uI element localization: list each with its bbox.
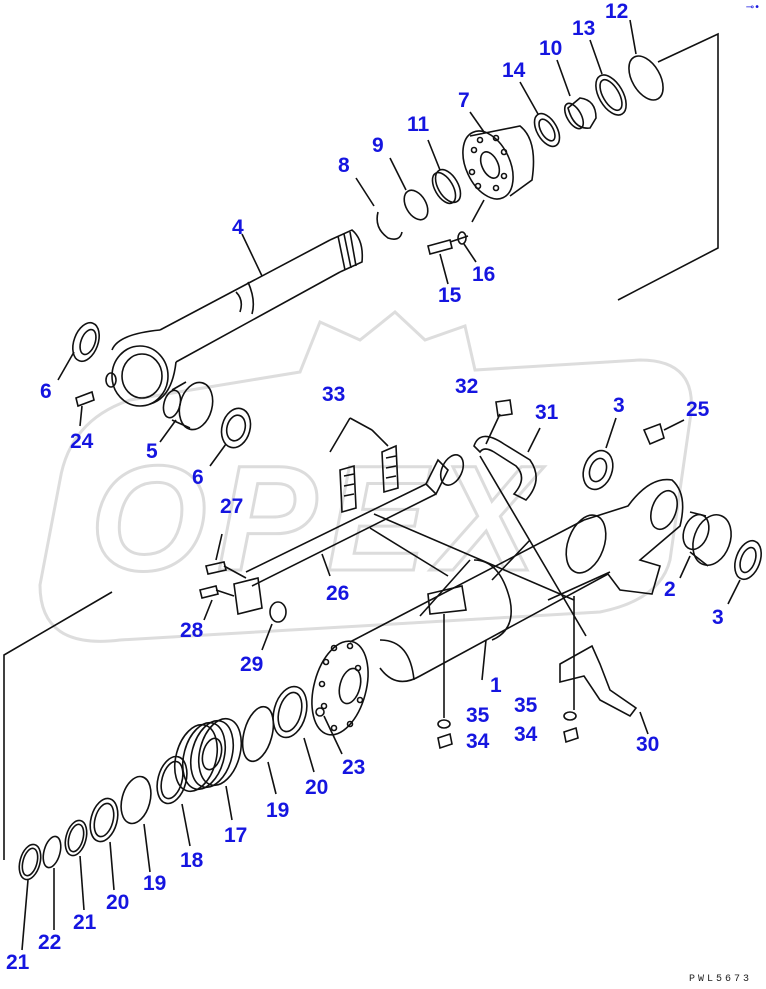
part-6-seal-upper [72,321,100,363]
part-19-ring-lower [120,775,152,825]
part-3-seal-lower [734,539,762,581]
part-32-bolt [495,399,513,417]
part-26-pipe [245,454,465,587]
label-22: 22 [38,931,62,954]
part-4-piston-rod [105,229,364,407]
label-3-upper: 3 [613,394,625,417]
label-6-upper: 6 [40,380,52,403]
part-18-ring [156,755,188,805]
part-17-piston [173,717,243,793]
part-19-ring-upper [241,705,275,763]
label-3-lower: 3 [712,606,724,629]
label-4: 4 [232,216,244,239]
part-3-bushing-upper [582,449,614,491]
part-2-bushing [682,511,732,567]
part-9-ring [403,189,429,221]
watermark-text: OPEX [90,434,547,602]
label-18: 18 [180,849,204,872]
part-27-bolt [205,561,247,579]
label-28: 28 [180,619,204,642]
part-33-clamps [339,444,399,514]
part-28-bolt [199,585,235,599]
part-1-bottom-flange [311,640,369,736]
part-21-ring-mid [64,819,88,857]
part-22-ring [42,835,62,869]
part-29-oring [269,601,287,623]
part-8-snap-ring [376,211,403,240]
tube-bracket [427,585,467,615]
label-13: 13 [572,17,596,40]
label-19-upper: 19 [266,799,290,822]
label-10: 10 [539,37,563,60]
drawing-code: PWL5673 [688,974,752,985]
label-19-lower: 19 [143,872,167,895]
label-1: 1 [490,674,502,697]
label-12: 12 [605,0,629,23]
label-20-lower: 20 [106,891,130,914]
frame-bracket-bottom [3,591,113,860]
part-20-ring-upper [272,685,308,739]
label-11: 11 [407,113,430,136]
label-6-lower: 6 [192,466,204,489]
label-26: 26 [326,582,350,605]
label-17: 17 [224,824,248,847]
part-21-ring-low [18,843,42,881]
label-9: 9 [372,134,384,157]
label-31: 31 [535,401,559,424]
part-31-clamp [473,435,537,501]
label-21-mid: 21 [73,911,97,934]
part-30-bracket [559,644,638,718]
part-13-ring [595,74,627,116]
label-27: 27 [220,495,244,518]
part-25-grease-fitting [642,422,665,446]
part-10-bushing [567,97,597,129]
part-24-grease-fitting [75,390,95,408]
part-14-packing [533,112,561,148]
part-16-washer [457,231,467,245]
part-5-bushing [162,381,214,431]
label-16: 16 [472,263,496,286]
label-25: 25 [686,398,710,421]
label-5: 5 [146,440,158,463]
label-34-right: 34 [514,723,538,746]
label-24: 24 [70,430,94,453]
label-2: 2 [664,578,676,601]
label-7: 7 [458,89,470,112]
label-29: 29 [240,653,264,676]
label-35-right: 35 [514,694,538,717]
label-20-upper: 20 [305,776,329,799]
frame-bracket-top [617,32,719,301]
label-32: 32 [455,375,479,398]
label-15: 15 [438,284,462,307]
part-6-seal-lower [220,407,252,449]
watermark-logo: OPEX [38,310,693,643]
label-33: 33 [322,383,346,406]
part-26-flange [233,577,263,615]
label-8: 8 [338,154,350,177]
part-7-cylinder-head [462,125,535,200]
label-23: 23 [342,756,366,779]
part-12-oring [628,55,664,101]
label-30: 30 [636,733,660,756]
part-1-cylinder-tube [349,478,684,683]
label-35-left: 35 [466,704,490,727]
part-20-ring-lower [89,797,119,843]
part-11-bushing [434,168,462,204]
label-21-low: 21 [6,951,30,974]
label-34-left: 34 [466,730,490,753]
label-14: 14 [502,59,526,82]
part-15-bolt [427,235,469,255]
line-art [3,19,762,951]
part-23-plug [315,707,325,717]
corner-mark-icon: ⊸• [745,2,760,13]
